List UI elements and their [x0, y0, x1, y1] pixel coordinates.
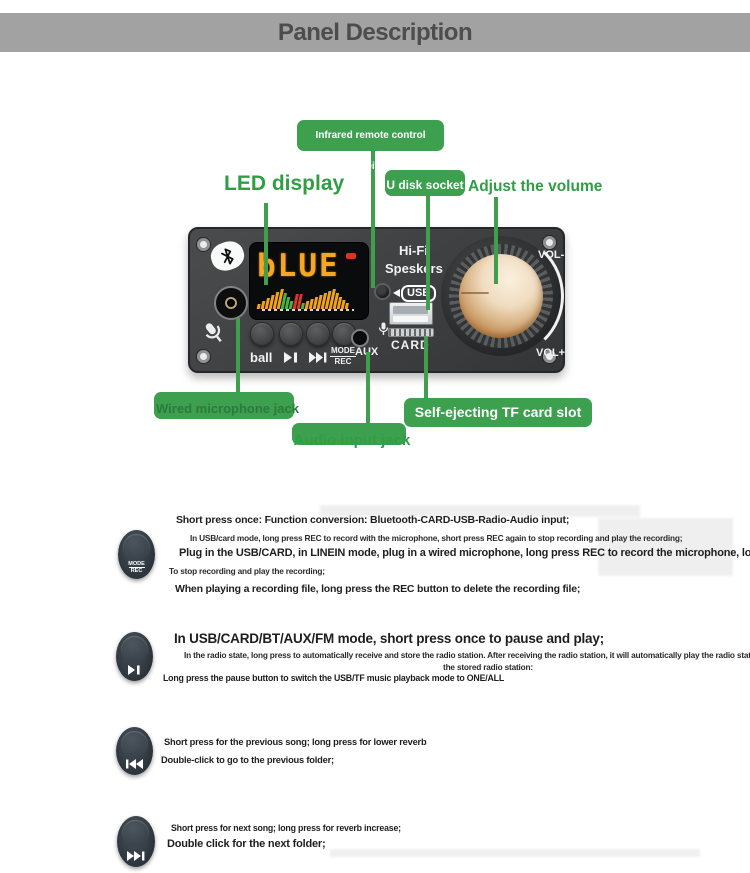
microphone-icon — [198, 317, 234, 355]
callout-line-ir — [371, 151, 375, 288]
card-label: CARD — [391, 338, 430, 352]
bluetooth-icon — [207, 237, 248, 275]
desc-line: When playing a recording file, long pres… — [175, 583, 581, 595]
artifact — [330, 849, 700, 857]
callout-line-aux — [366, 352, 370, 426]
play-pause-icon — [116, 665, 153, 675]
microphone-jack — [214, 286, 248, 320]
callout-line-volume — [494, 197, 498, 284]
play-pause-button — [279, 322, 303, 346]
artifact — [598, 518, 733, 576]
record-indicator — [346, 253, 356, 259]
desc-line: the stored radio station: — [443, 662, 533, 672]
usb-port — [389, 302, 433, 325]
previous-key-icon — [116, 727, 153, 775]
brand-text: Hi-Fi — [399, 243, 428, 258]
header-banner: Panel Description — [0, 13, 750, 52]
play-pause-icon — [284, 352, 299, 363]
page-title: Panel Description — [277, 19, 473, 46]
mode-rec-label: MODE REC — [330, 346, 356, 366]
callout-wired-mic: Wired microphone jack — [156, 401, 299, 416]
next-track-icon — [309, 352, 328, 363]
usb-logo-arrow — [393, 289, 400, 297]
spectrum-bars — [256, 287, 362, 309]
screw-hole — [542, 349, 557, 364]
desc-line: In the radio state, long press to automa… — [184, 650, 750, 660]
brand-text: Speskers — [385, 261, 443, 276]
mode-rec-key-icon: MODE REC — [118, 530, 155, 579]
ir-receiver — [374, 283, 391, 300]
usb-logo: USB — [401, 285, 437, 302]
display-text: bLUE — [257, 248, 340, 284]
callout-led-display: LED display — [224, 172, 345, 195]
callout-wired-mic-box — [154, 392, 294, 419]
desc-line: Plug in the USB/CARD, in LINEIN mode, pl… — [179, 547, 750, 559]
tf-card-slot — [388, 328, 434, 337]
aux-jack — [351, 329, 369, 347]
callout-tf-card: Self-ejecting TF card slot — [404, 398, 592, 427]
desc-line: To stop recording and play the recording… — [169, 566, 325, 576]
play-pause-key-icon — [116, 632, 153, 681]
artifact — [320, 505, 640, 517]
previous-track-icon — [116, 759, 153, 769]
callout-audio-input: Audio input jack — [293, 432, 411, 449]
desc-line: Short press for the previous song; long … — [164, 737, 427, 747]
callout-infrared: Infrared remote control receiver — [297, 120, 444, 172]
desc-line: Long press the pause button to switch th… — [163, 673, 504, 683]
callout-line-led — [264, 203, 268, 285]
desc-line: In USB/card mode, long press REC to reco… — [190, 533, 683, 543]
callout-line-tf — [424, 337, 428, 400]
screw-hole — [196, 237, 211, 252]
screw-hole — [196, 349, 211, 364]
next-track-icon — [117, 851, 155, 861]
callout-adjust-volume: Adjust the volume — [468, 178, 603, 195]
callout-audio-input-box — [292, 423, 406, 445]
desc-line: Short press for next song; long press fo… — [171, 823, 401, 833]
ball-label: ball — [250, 350, 273, 365]
screw-hole — [542, 235, 557, 250]
led-display: bLUE — [249, 242, 369, 320]
desc-line: Double-click to go to the previous folde… — [161, 755, 334, 765]
vol-plus-label: VOL+ — [536, 347, 566, 359]
vol-minus-label: VOL- — [538, 249, 565, 261]
ball-button — [250, 322, 274, 346]
desc-line: Double click for the next folder; — [167, 838, 326, 850]
next-button — [306, 322, 330, 346]
desc-line: In USB/CARD/BT/AUX/FM mode, short press … — [174, 631, 604, 646]
desc-line: Short press once: Function conversion: B… — [176, 514, 570, 526]
microphone-icon — [378, 322, 389, 341]
callout-line-mic — [236, 318, 240, 394]
next-key-icon — [117, 816, 155, 867]
display-scale-line — [262, 309, 354, 311]
callout-u-disk: U disk socket — [385, 170, 465, 196]
callout-line-usb — [426, 195, 430, 310]
volume-arc — [438, 233, 564, 359]
